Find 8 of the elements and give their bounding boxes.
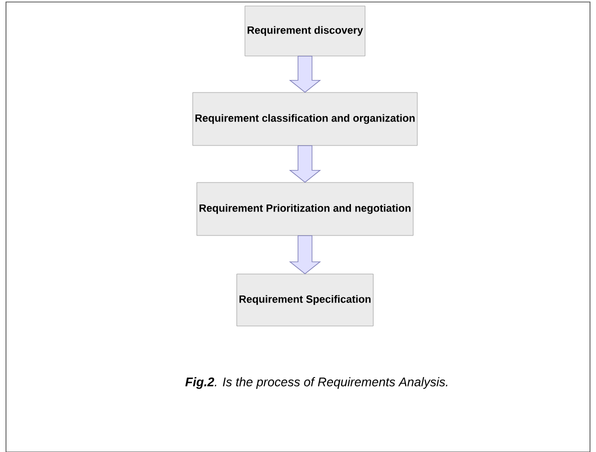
process-box: Requirement Prioritization and negotiation <box>196 182 414 236</box>
process-box: Requirement Specification <box>236 274 374 326</box>
block-arrow <box>289 145 321 183</box>
process-box: Requirement discovery <box>244 6 366 56</box>
block-arrow <box>289 56 321 93</box>
block-arrow <box>289 235 321 274</box>
process-box: Requirement classification and organization <box>192 92 418 146</box>
caption: Fig.2. Is the process of Requirements Analysis. <box>185 377 448 389</box>
